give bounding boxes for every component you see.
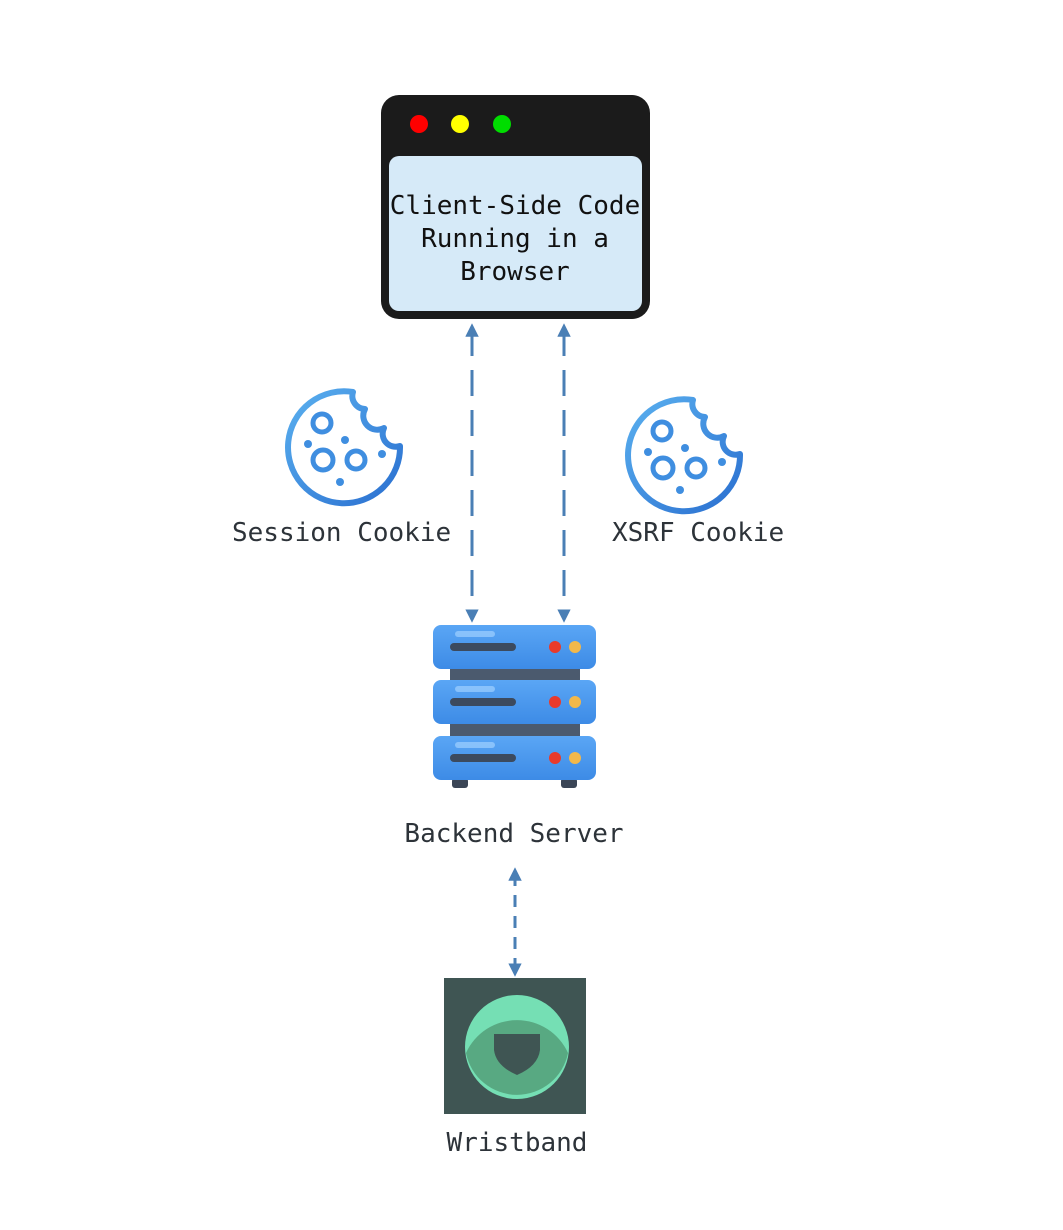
wristband-label: Wristband bbox=[446, 1128, 588, 1158]
browser-window-icon bbox=[381, 95, 650, 319]
server-rack-icon bbox=[433, 625, 596, 788]
session-cookie-label: Session Cookie bbox=[232, 518, 452, 548]
browser-caption-line-2: Running in a bbox=[421, 224, 609, 254]
session-cookie-icon bbox=[285, 388, 404, 507]
wristband-logo-icon bbox=[444, 978, 586, 1114]
window-minimize-dot-icon bbox=[451, 115, 469, 133]
browser-caption: Client-Side Code Running in a Browser bbox=[388, 190, 642, 289]
browser-caption-line-3: Browser bbox=[460, 257, 570, 287]
window-maximize-dot-icon bbox=[493, 115, 511, 133]
xsrf-cookie-label: XSRF Cookie bbox=[612, 518, 785, 548]
xsrf-cookie-icon bbox=[625, 396, 744, 515]
backend-server-label: Backend Server bbox=[404, 819, 624, 849]
window-close-dot-icon bbox=[410, 115, 428, 133]
browser-caption-line-1: Client-Side Code bbox=[389, 191, 641, 221]
